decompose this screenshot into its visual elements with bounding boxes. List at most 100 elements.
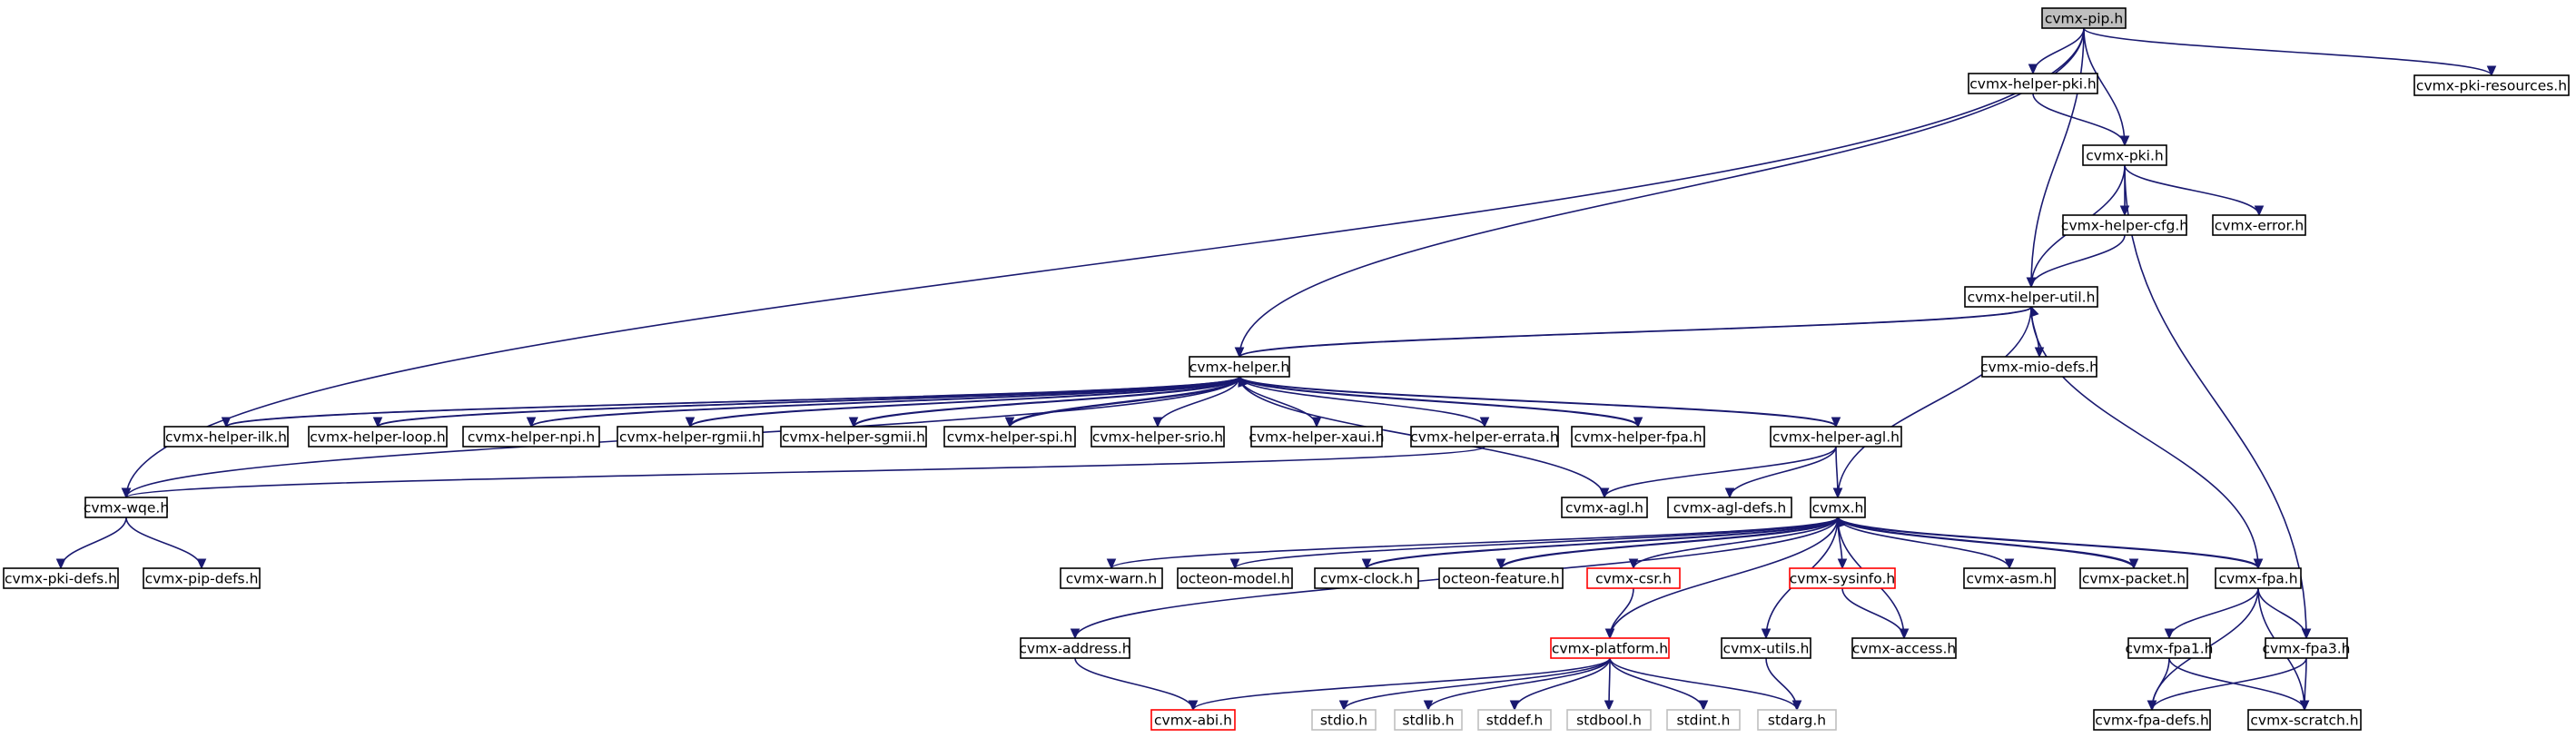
node-pki[interactable]: cvmx-pki.h xyxy=(2082,144,2167,166)
node-label-srio: cvmx-helper-srio.h xyxy=(1092,429,1223,446)
node-address[interactable]: cvmx-address.h xyxy=(1019,637,1131,659)
node-npi[interactable]: cvmx-helper-npi.h xyxy=(462,426,600,448)
node-sysinfo[interactable]: cvmx-sysinfo.h xyxy=(1789,567,1896,589)
node-pip[interactable]: cvmx-pip.h xyxy=(2041,7,2127,29)
node-fpa3[interactable]: cvmx-fpa3.h xyxy=(2263,637,2351,659)
node-box-fpa1 xyxy=(2127,637,2211,659)
node-hpki[interactable]: cvmx-helper-pki.h xyxy=(1968,73,2098,94)
node-pkires[interactable]: cvmx-pki-resources.h xyxy=(2413,74,2570,96)
arrowhead-helper-to-errata xyxy=(1479,417,1490,428)
arrowhead-hagl-to-agldefs xyxy=(1724,487,1735,499)
node-label-error: cvmx-error.h xyxy=(2215,218,2304,234)
node-feature[interactable]: octeon-feature.h xyxy=(1438,567,1564,589)
node-box-feature xyxy=(1438,567,1564,589)
arrowhead-helper-to-sgmii xyxy=(848,417,859,428)
node-clock[interactable]: cvmx-clock.h xyxy=(1314,567,1419,589)
arrowhead-helper-to-rgmii xyxy=(685,417,696,428)
node-platform[interactable]: cvmx-platform.h xyxy=(1550,637,1670,659)
node-pipdefs[interactable]: cvmx-pip-defs.h xyxy=(143,567,261,589)
node-hfpa[interactable]: cvmx-helper-fpa.h xyxy=(1571,426,1705,448)
arrowhead-pip-to-hpki xyxy=(2028,64,2038,75)
node-scratch[interactable]: cvmx-scratch.h xyxy=(2247,709,2362,731)
node-xaui[interactable]: cvmx-helper-xaui.h xyxy=(1249,426,1385,448)
node-spi[interactable]: cvmx-helper-spi.h xyxy=(943,426,1076,448)
node-box-hagl xyxy=(1770,426,1902,448)
edge-loop-to-helper xyxy=(377,376,1240,428)
arrowhead-fpa3-to-scratch xyxy=(2299,700,2310,712)
node-stdbool[interactable]: stdbool.h xyxy=(1566,709,1652,731)
node-pkidefs[interactable]: cvmx-pki-defs.h xyxy=(3,567,119,589)
node-label-stdbool: stdbool.h xyxy=(1576,713,1642,729)
node-box-clock xyxy=(1314,567,1419,589)
node-box-pki xyxy=(2082,144,2167,166)
arrowhead-helper-to-loop xyxy=(372,417,383,428)
node-sgmii[interactable]: cvmx-helper-sgmii.h xyxy=(780,426,927,448)
node-packet[interactable]: cvmx-packet.h xyxy=(2079,567,2188,589)
node-helper[interactable]: cvmx-helper.h xyxy=(1189,356,1290,378)
node-box-wqe xyxy=(84,497,168,518)
node-label-pki: cvmx-pki.h xyxy=(2086,148,2163,164)
node-hcfg[interactable]: cvmx-helper-cfg.h xyxy=(2061,214,2188,236)
node-box-mio xyxy=(1981,356,2097,378)
node-agl[interactable]: cvmx-agl.h xyxy=(1561,497,1648,518)
edge-cvmx-to-platform xyxy=(1609,517,1839,639)
node-box-pipdefs xyxy=(143,567,261,589)
node-stdio[interactable]: stdio.h xyxy=(1311,709,1377,731)
arrowhead-sysinfo-to-access xyxy=(1899,628,1910,640)
node-asm[interactable]: cvmx-asm.h xyxy=(1963,567,2056,589)
node-label-hpki: cvmx-helper-pki.h xyxy=(1969,76,2096,93)
node-cvmx[interactable]: cvmx.h xyxy=(1810,497,1866,518)
node-label-stdarg: stdarg.h xyxy=(1768,713,1826,729)
node-rgmii[interactable]: cvmx-helper-rgmii.h xyxy=(617,426,764,448)
arrowhead-hcfg-to-hutil xyxy=(2026,277,2037,289)
arrowhead-cvmx-to-clock xyxy=(1361,558,1372,570)
node-box-platform xyxy=(1550,637,1670,659)
node-wqe[interactable]: cvmx-wqe.h xyxy=(84,497,169,518)
node-abi[interactable]: cvmx-abi.h xyxy=(1150,709,1236,731)
arrowhead-hutil-to-helper xyxy=(1234,347,1245,359)
node-fpa[interactable]: cvmx-fpa.h xyxy=(2215,567,2302,589)
node-stdlib[interactable]: stdlib.h xyxy=(1394,709,1463,731)
edge-helper-to-errata xyxy=(1239,376,1485,428)
node-label-sgmii: cvmx-helper-sgmii.h xyxy=(782,429,925,446)
node-loop[interactable]: cvmx-helper-loop.h xyxy=(308,426,448,448)
node-stddef[interactable]: stddef.h xyxy=(1477,709,1552,731)
node-fpadefs[interactable]: cvmx-fpa-defs.h xyxy=(2093,709,2211,731)
node-label-scratch: cvmx-scratch.h xyxy=(2250,713,2358,729)
node-label-csr: cvmx-csr.h xyxy=(1595,571,1672,587)
edge-address-to-abi xyxy=(1074,657,1194,711)
node-csr[interactable]: cvmx-csr.h xyxy=(1586,567,1681,589)
node-label-stddef: stddef.h xyxy=(1486,713,1543,729)
node-label-xaui: cvmx-helper-xaui.h xyxy=(1249,429,1384,446)
arrowhead-helper-to-ilk xyxy=(221,417,232,428)
node-box-xaui xyxy=(1250,426,1383,448)
node-box-hpki xyxy=(1968,73,2098,94)
edge-hagl-to-agl xyxy=(1604,446,1837,498)
node-box-npi xyxy=(462,426,600,448)
edge-fpa3-to-fpadefs xyxy=(2151,657,2307,711)
node-ilk[interactable]: cvmx-helper-ilk.h xyxy=(163,426,289,448)
node-fpa1[interactable]: cvmx-fpa1.h xyxy=(2126,637,2214,659)
node-agldefs[interactable]: cvmx-agl-defs.h xyxy=(1667,497,1792,518)
node-label-hagl: cvmx-helper-agl.h xyxy=(1772,429,1900,446)
edge-pki-to-error xyxy=(2124,164,2260,216)
node-model[interactable]: octeon-model.h xyxy=(1177,567,1293,589)
edge-cvmx-to-asm xyxy=(1837,517,2010,569)
node-label-pkires: cvmx-pki-resources.h xyxy=(2416,78,2567,94)
arrowhead-cvmx-to-address xyxy=(1070,628,1081,640)
node-stdarg[interactable]: stdarg.h xyxy=(1757,709,1837,731)
node-utils[interactable]: cvmx-utils.h xyxy=(1721,637,1811,659)
edge-hpki-to-pki xyxy=(2032,93,2126,146)
node-stdint[interactable]: stdint.h xyxy=(1666,709,1741,731)
node-label-access: cvmx-access.h xyxy=(1852,641,1957,657)
node-error[interactable]: cvmx-error.h xyxy=(2212,214,2306,236)
node-access[interactable]: cvmx-access.h xyxy=(1851,637,1957,659)
node-errata[interactable]: cvmx-helper-errata.h xyxy=(1410,426,1559,448)
node-label-packet: cvmx-packet.h xyxy=(2082,571,2186,587)
node-hagl[interactable]: cvmx-helper-agl.h xyxy=(1770,426,1902,448)
node-warn[interactable]: cvmx-warn.h xyxy=(1060,567,1163,589)
node-hutil[interactable]: cvmx-helper-util.h xyxy=(1964,286,2098,308)
node-mio[interactable]: cvmx-mio-defs.h xyxy=(1980,356,2098,378)
node-srio[interactable]: cvmx-helper-srio.h xyxy=(1091,426,1225,448)
